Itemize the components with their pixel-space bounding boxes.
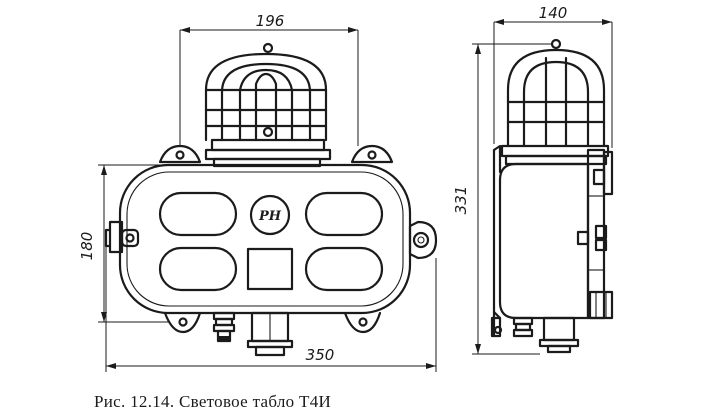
right-lug: [408, 220, 438, 260]
lamp-guard-side: [500, 38, 610, 166]
square-window: [246, 247, 294, 291]
window-top-left: [158, 191, 238, 237]
cable-gland-small: [212, 311, 236, 343]
ph-label: PH: [258, 209, 282, 224]
dim-180-label: 180: [78, 232, 96, 261]
window-bottom-right: [304, 246, 384, 292]
bottom-brackets: [163, 311, 382, 334]
dim-350-label: 350: [306, 346, 335, 364]
cable-gland-large: [246, 311, 294, 357]
front-body: [118, 163, 412, 315]
figure-caption: Рис. 12.14. Световое табло Т4И: [94, 392, 332, 411]
dimension-lamp-width: 196: [179, 12, 359, 146]
side-knobs: [576, 224, 614, 320]
window-top-right: [304, 191, 384, 237]
dimension-body-height: 180: [78, 164, 170, 323]
ph-disc: [249, 194, 291, 236]
dimension-total-length: 350: [105, 246, 437, 372]
dim-331-label: 331: [452, 186, 470, 215]
left-hinge: [104, 220, 140, 254]
dim-140-label: 140: [539, 4, 568, 22]
front-view: PH: [104, 42, 438, 357]
lamp-guard-front: [204, 42, 332, 168]
top-brackets: [158, 144, 394, 164]
dimension-side-width: 140: [493, 4, 613, 148]
dimension-total-height: 331: [452, 43, 552, 355]
dim-196-label: 196: [256, 12, 285, 30]
side-body: [498, 162, 590, 320]
side-glands: [512, 316, 580, 354]
side-view: [490, 38, 614, 354]
window-bottom-left: [158, 246, 238, 292]
